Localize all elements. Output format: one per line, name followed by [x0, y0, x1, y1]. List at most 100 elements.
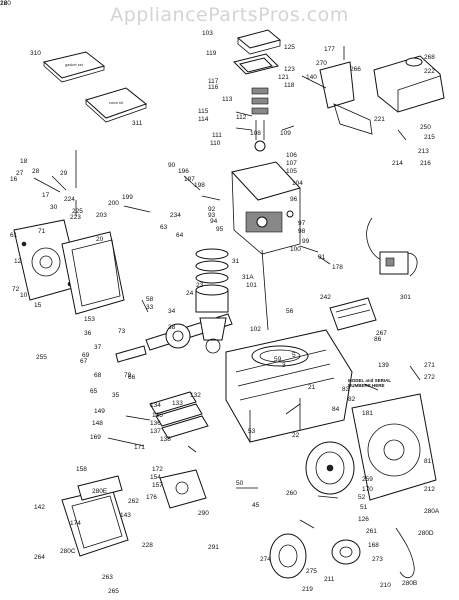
callout-28: 28: [32, 168, 40, 175]
callout-168: 168: [368, 542, 379, 549]
callout-51: 51: [360, 504, 368, 511]
blower-housing: [351, 393, 437, 501]
callout-219: 219: [302, 586, 313, 593]
callout-169: 169: [90, 434, 101, 441]
callout-90: 90: [168, 162, 176, 169]
starter-pulley: [331, 539, 361, 565]
callout-109: 109: [280, 130, 291, 137]
callout-250: 250: [420, 124, 431, 131]
callout-142: 142: [34, 504, 45, 511]
callout-138: 138: [160, 436, 171, 443]
callout-65: 65: [90, 388, 98, 395]
callout-196: 196: [178, 168, 189, 175]
callout-280a: 280A: [424, 508, 440, 515]
callout-261: 261: [366, 528, 377, 535]
callout-97: 97: [298, 220, 306, 227]
muffler-shield: [329, 297, 377, 331]
callout-212: 212: [424, 486, 435, 493]
callout-91: 91: [318, 254, 326, 261]
callout-107: 107: [286, 160, 297, 167]
callout-198: 198: [194, 182, 205, 189]
gasket-set-kit: [42, 51, 106, 83]
callout-176: 176: [146, 494, 157, 501]
callout-94: 94: [210, 218, 218, 225]
callout-121: 121: [278, 74, 289, 81]
callout-222: 222: [424, 68, 435, 75]
model-serial-note: MODEL and SERIAL NUMBERS HERE: [348, 378, 392, 388]
callout-79: 79: [124, 372, 132, 379]
wiring-harness: [366, 217, 418, 277]
callout-118: 118: [284, 82, 295, 89]
callout-31a: 31A: [242, 274, 254, 281]
callout-18: 18: [20, 158, 28, 165]
carburetor-assembly: [231, 161, 301, 255]
piston: [195, 248, 229, 313]
callout-99: 99: [302, 238, 310, 245]
callout-38: 38: [168, 324, 176, 331]
callout-3: 3: [282, 362, 286, 369]
callout-53: 53: [248, 428, 256, 435]
callout-234: 234: [170, 212, 181, 219]
callout-30: 30: [50, 204, 58, 211]
callout-kit-311: 311: [132, 120, 143, 127]
callout-140: 140: [306, 74, 317, 81]
callout-125: 125: [284, 44, 295, 51]
callout-158: 158: [76, 466, 87, 473]
callout-216: 216: [420, 160, 431, 167]
callout-kit-310: 310: [30, 50, 41, 57]
callout-33: 33: [146, 304, 154, 311]
callout-264: 264: [34, 554, 45, 561]
callout-105: 105: [286, 168, 297, 175]
callout-172: 172: [152, 466, 163, 473]
callout-139: 139: [378, 362, 389, 369]
recoil-starter: [269, 533, 307, 579]
callout-271: 271: [424, 362, 435, 369]
callout-215: 215: [424, 134, 435, 141]
intake-gaskets: [149, 391, 209, 439]
callout-83: 83: [342, 386, 350, 393]
callout-86: 86: [374, 336, 382, 343]
callout-214: 214: [392, 160, 403, 167]
callout-69: 69: [82, 352, 90, 359]
callout-200: 200: [108, 200, 119, 207]
callout-16: 16: [10, 176, 18, 183]
callout-15: 15: [34, 302, 42, 309]
push-rod: [261, 249, 269, 331]
callout-68: 68: [94, 372, 102, 379]
callout-31: 31: [232, 258, 240, 265]
callout-228: 228: [142, 542, 153, 549]
callout-82: 82: [348, 396, 356, 403]
callout-117: 117: [208, 78, 219, 85]
callout-101: 101: [246, 282, 257, 289]
lead-wire: [395, 527, 415, 579]
callout-265: 265: [108, 588, 119, 595]
callout-59: 59: [274, 356, 282, 363]
tank-bracket: [319, 61, 373, 135]
callout-50: 50: [236, 480, 244, 487]
callout-133: 133: [172, 400, 183, 407]
callout-213: 213: [418, 148, 429, 155]
callout-280c: 280C: [60, 548, 76, 555]
callout-263: 263: [102, 574, 113, 581]
callout-64: 64: [176, 232, 184, 239]
callout-149: 149: [94, 408, 105, 415]
callout-35: 35: [112, 392, 120, 399]
callout-116: 116: [208, 84, 219, 91]
callout-72: 72: [12, 286, 20, 293]
callout-170: 170: [362, 486, 373, 493]
callout-199: 199: [122, 194, 133, 201]
gear-cover: [61, 231, 125, 315]
callout-268: 268: [424, 54, 435, 61]
callout-178: 178: [332, 264, 343, 271]
callout-103: 103: [202, 30, 213, 37]
callout-24: 24: [186, 290, 194, 297]
callout-29: 29: [60, 170, 68, 177]
callout-111: 111: [212, 132, 222, 139]
kit-label-valve: valve kit: [108, 100, 124, 105]
callout-34: 34: [168, 308, 176, 315]
callout-136: 136: [150, 420, 161, 427]
callout-113: 113: [222, 96, 233, 103]
leader-lines: [33, 46, 421, 529]
callout-197: 197: [184, 176, 195, 183]
callout-132: 132: [190, 392, 201, 399]
